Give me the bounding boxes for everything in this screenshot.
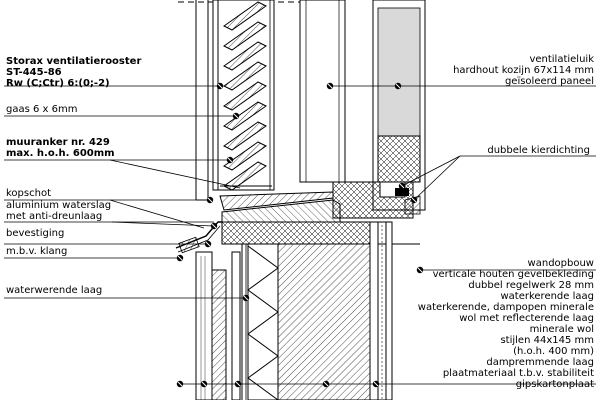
label-wall-title: wandopbouw: [528, 258, 594, 269]
dimension-dot: [206, 196, 214, 204]
label-hatch-frame: hardhout kozijn 67x114 mm: [453, 65, 594, 76]
louvre-blade: [223, 141, 267, 171]
label-head-piece: kopschot: [6, 188, 51, 199]
wall-layer-label: minerale wol: [530, 324, 594, 335]
sill-flashing: [175, 191, 341, 254]
grille-louvres: [223, 1, 267, 191]
wall-layer-label: gipskartonplaat: [516, 379, 594, 390]
label-sill-flashing-2: met anti-dreunlaag: [6, 211, 102, 222]
dimension-dot: [210, 222, 218, 230]
dimension-dot: [394, 82, 402, 90]
label-clip: m.b.v. klang: [6, 246, 67, 257]
labels-right: ventilatieluik hardhout kozijn 67x114 mm…: [418, 54, 594, 390]
label-grille-name: Storax ventilatierooster: [6, 56, 141, 67]
wall-layer-label: dubbel regelwerk 28 mm: [468, 280, 594, 291]
label-fixing: bevestiging: [6, 228, 64, 239]
dimension-dot: [242, 294, 250, 302]
ventilation-grille: [212, 0, 275, 191]
wall-layer-label: plaatmateriaal t.b.v. stabiliteit: [443, 368, 594, 379]
dimension-dot: [216, 82, 224, 90]
label-anchor-spacing: max. h.o.h. 600mm: [6, 148, 115, 159]
louvre-blade: [223, 81, 267, 111]
wall-layer-label: waterkerende laag: [500, 291, 594, 302]
louvre-blade: [223, 101, 267, 131]
wall-layer-label: waterkerende, dampopen minerale: [418, 302, 594, 313]
label-sill-flashing-1: aluminium waterslag: [6, 200, 111, 211]
labels-left: Storax ventilatierooster ST-445-86 Rw (C…: [6, 56, 141, 296]
label-mesh: gaas 6 x 6mm: [6, 104, 77, 115]
wall-layer-label: stijlen 44x145 mm: [500, 335, 594, 346]
wall-layer-label: verticale houten gevelbekleding: [433, 269, 594, 280]
label-grille-rw: Rw (C;Ctr) 6:(0;-2): [6, 78, 110, 89]
dimension-dot: [322, 380, 330, 388]
label-hatch-title: ventilatieluik: [529, 54, 594, 65]
wall-layer-label: (h.o.h. 400 mm): [513, 346, 594, 357]
label-hatch-panel: geïsoleerd paneel: [505, 76, 594, 87]
dimension-dot: [416, 266, 424, 274]
louvre-blade: [223, 161, 267, 191]
dimension-dot: [176, 380, 184, 388]
louvre-blade: [223, 121, 267, 151]
dimension-dot: [204, 240, 212, 248]
insulation-zigzag: [247, 245, 279, 400]
dimension-dot: [410, 196, 418, 204]
wall-buildup: [195, 221, 393, 400]
leader-lines: [4, 85, 596, 385]
ventilation-hatch: [299, 0, 426, 219]
dimension-markers: [176, 82, 424, 388]
wall-layer-label: wol met reflecterende laag: [459, 313, 594, 324]
label-anchor-name: muuranker nr. 429: [6, 137, 110, 148]
dimension-dot: [176, 254, 184, 262]
dimension-dot: [226, 156, 234, 164]
dimension-dot: [234, 380, 242, 388]
label-seal: dubbele kierdichting: [487, 145, 590, 156]
dimension-dot: [232, 112, 240, 120]
dimension-dot: [372, 380, 380, 388]
label-water-barrier: waterwerende laag: [6, 285, 102, 296]
dimension-dot: [326, 82, 334, 90]
cladding-upper: [195, 0, 209, 201]
louvre-blade: [223, 41, 267, 71]
wall-layer-label: dampremmende laag: [486, 357, 594, 368]
dimension-dot: [398, 182, 406, 190]
louvre-blade: [223, 61, 267, 91]
label-grille-type: ST-445-86: [6, 67, 62, 78]
louvre-blade: [223, 1, 267, 31]
louvre-blade: [223, 21, 267, 51]
dimension-dot: [200, 380, 208, 388]
